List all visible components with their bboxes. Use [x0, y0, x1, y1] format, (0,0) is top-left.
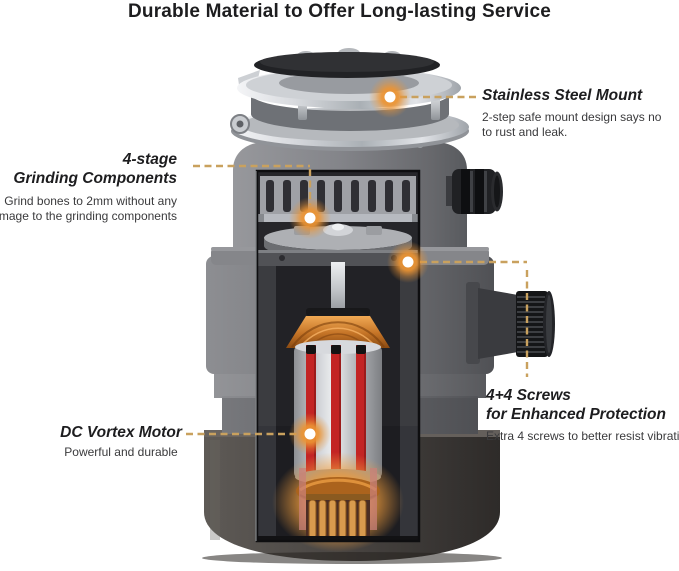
callout-body: Extra 4 screws to better resist vibratio… [486, 429, 679, 443]
dishwasher-inlet [446, 169, 503, 214]
callout-enhanced-protection-screws: 4+4 Screws for Enhanced Protection Extra… [486, 386, 679, 444]
dc-vortex-motor-marker [289, 413, 331, 455]
enhanced-protection-screws-marker [387, 241, 429, 283]
grinding-components-marker [289, 197, 331, 239]
callout-body: Grind bones to 2mm without any demage to… [0, 194, 177, 223]
callout-dc-vortex-motor: DC Vortex Motor Powerful and durable [60, 423, 182, 460]
motor-cutaway [258, 262, 418, 552]
callout-stainless-steel-mount: Stainless Steel Mount 2-step safe mount … [482, 86, 661, 140]
callout-heading: Stainless Steel Mount [482, 87, 643, 104]
screws-callout-connector [420, 260, 529, 377]
callout-heading: DC Vortex Motor [60, 424, 182, 441]
mount-gasket-ring [254, 48, 440, 78]
callout-heading: 4+4 Screws for Enhanced Protection [486, 387, 666, 423]
callout-body: 2-step safe mount design says no to rust… [482, 110, 662, 139]
callout-heading: 4-stage Grinding Components [13, 151, 177, 187]
callout-grinding-components: 4-stage Grinding Components Grind bones … [0, 150, 177, 224]
drain-outlet [466, 282, 555, 364]
sink-mount-flange [230, 48, 469, 151]
callout-body: Powerful and durable [64, 445, 178, 459]
stainless-steel-mount-marker [369, 76, 411, 118]
cutaway-interior [255, 169, 421, 552]
page-title: Durable Material to Offer Long-lasting S… [127, 1, 552, 22]
